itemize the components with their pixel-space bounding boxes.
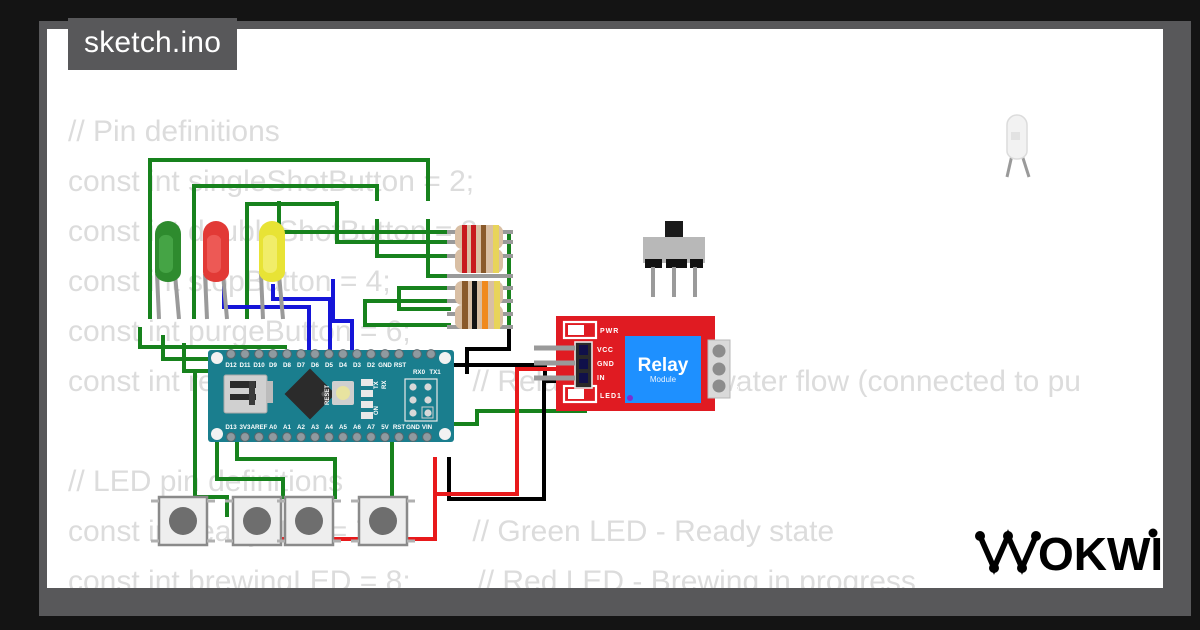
pushbutton-2[interactable] — [225, 495, 289, 547]
svg-text:TX1: TX1 — [429, 369, 441, 376]
led-yellow[interactable] — [259, 221, 285, 320]
svg-text:A1: A1 — [283, 424, 291, 431]
relay-input-header[interactable]: VCC GND IN — [574, 341, 614, 389]
resistor-3[interactable] — [455, 281, 503, 305]
svg-text:A2: A2 — [297, 424, 305, 431]
svg-text:A4: A4 — [325, 424, 333, 431]
svg-text:D2: D2 — [367, 362, 375, 369]
svg-text:ON: ON — [374, 406, 380, 415]
svg-text:NO: NO — [734, 385, 741, 396]
led-green[interactable] — [155, 221, 181, 320]
svg-text:RST: RST — [394, 362, 407, 369]
pushbutton-4[interactable] — [351, 495, 415, 547]
svg-text:GND: GND — [597, 361, 614, 368]
svg-text:RX0: RX0 — [413, 369, 426, 376]
svg-text:VIN: VIN — [422, 424, 433, 431]
svg-text:D4: D4 — [339, 362, 347, 369]
svg-text:PWR: PWR — [600, 328, 619, 335]
wokwi-logo: OKWI — [972, 524, 1162, 580]
svg-text:3V3: 3V3 — [239, 424, 251, 431]
status-leds: TX RX ON — [361, 379, 388, 419]
relay-body: Relay Module — [625, 336, 701, 403]
svg-text:OKWI: OKWI — [1038, 528, 1162, 580]
resistor-1[interactable] — [455, 225, 503, 249]
wire-group-signal[interactable] — [138, 158, 587, 517]
svg-text:A7: A7 — [367, 424, 375, 431]
slide-switch[interactable] — [643, 221, 705, 297]
svg-text:NC: NC — [734, 344, 741, 354]
pushbutton-1[interactable] — [151, 495, 215, 547]
svg-text:D6: D6 — [311, 362, 319, 369]
usb-port — [223, 374, 273, 414]
svg-text:TX: TX — [374, 381, 380, 389]
svg-text:GND: GND — [406, 424, 420, 431]
svg-text:RESET: RESET — [325, 385, 331, 405]
svg-text:D5: D5 — [325, 362, 333, 369]
svg-text:D8: D8 — [283, 362, 291, 369]
led-white[interactable] — [1005, 114, 1031, 178]
svg-text:LED1: LED1 — [600, 393, 622, 400]
svg-text:D9: D9 — [269, 362, 277, 369]
svg-text:D13: D13 — [225, 424, 237, 431]
pushbutton-3[interactable] — [277, 495, 341, 547]
svg-text:A3: A3 — [311, 424, 319, 431]
relay-output-terminal[interactable]: NC COM NO — [707, 339, 741, 399]
svg-text:A6: A6 — [353, 424, 361, 431]
pushbutton-group[interactable] — [151, 495, 415, 547]
svg-text:D12: D12 — [225, 362, 237, 369]
svg-text:VCC: VCC — [597, 347, 614, 354]
pwr-marker: PWR — [562, 320, 619, 340]
svg-text:Relay: Relay — [638, 355, 689, 376]
svg-text:IN: IN — [597, 375, 605, 382]
svg-text:A0: A0 — [269, 424, 277, 431]
resistor-group[interactable] — [447, 225, 513, 329]
file-tab[interactable]: sketch.ino — [68, 18, 238, 70]
relay-jumper-leads — [534, 345, 575, 381]
svg-text:AREF: AREF — [251, 424, 268, 431]
svg-text:RX: RX — [382, 381, 388, 389]
svg-text:D3: D3 — [353, 362, 361, 369]
resistor-4[interactable] — [455, 305, 503, 329]
icsp-header — [404, 378, 438, 422]
reset-button[interactable]: RESET — [325, 381, 354, 405]
svg-text:RST: RST — [393, 424, 406, 431]
resistor-2[interactable] — [455, 249, 503, 273]
svg-text:COM: COM — [734, 360, 741, 377]
relay-module[interactable]: PWR LED1 VCC GND IN — [534, 316, 741, 411]
svg-text:5V: 5V — [381, 424, 389, 431]
diagram-canvas[interactable]: // Pin definitions const int singleShotB… — [47, 29, 1163, 588]
svg-text:D10: D10 — [253, 362, 265, 369]
wokwi-logo-svg: OKWI — [975, 528, 1162, 580]
svg-text:D7: D7 — [297, 362, 305, 369]
svg-text:GND: GND — [378, 362, 392, 369]
led-red[interactable] — [203, 221, 229, 320]
svg-text:D11: D11 — [239, 362, 251, 369]
svg-text:Module: Module — [650, 375, 677, 384]
svg-text:A5: A5 — [339, 424, 347, 431]
